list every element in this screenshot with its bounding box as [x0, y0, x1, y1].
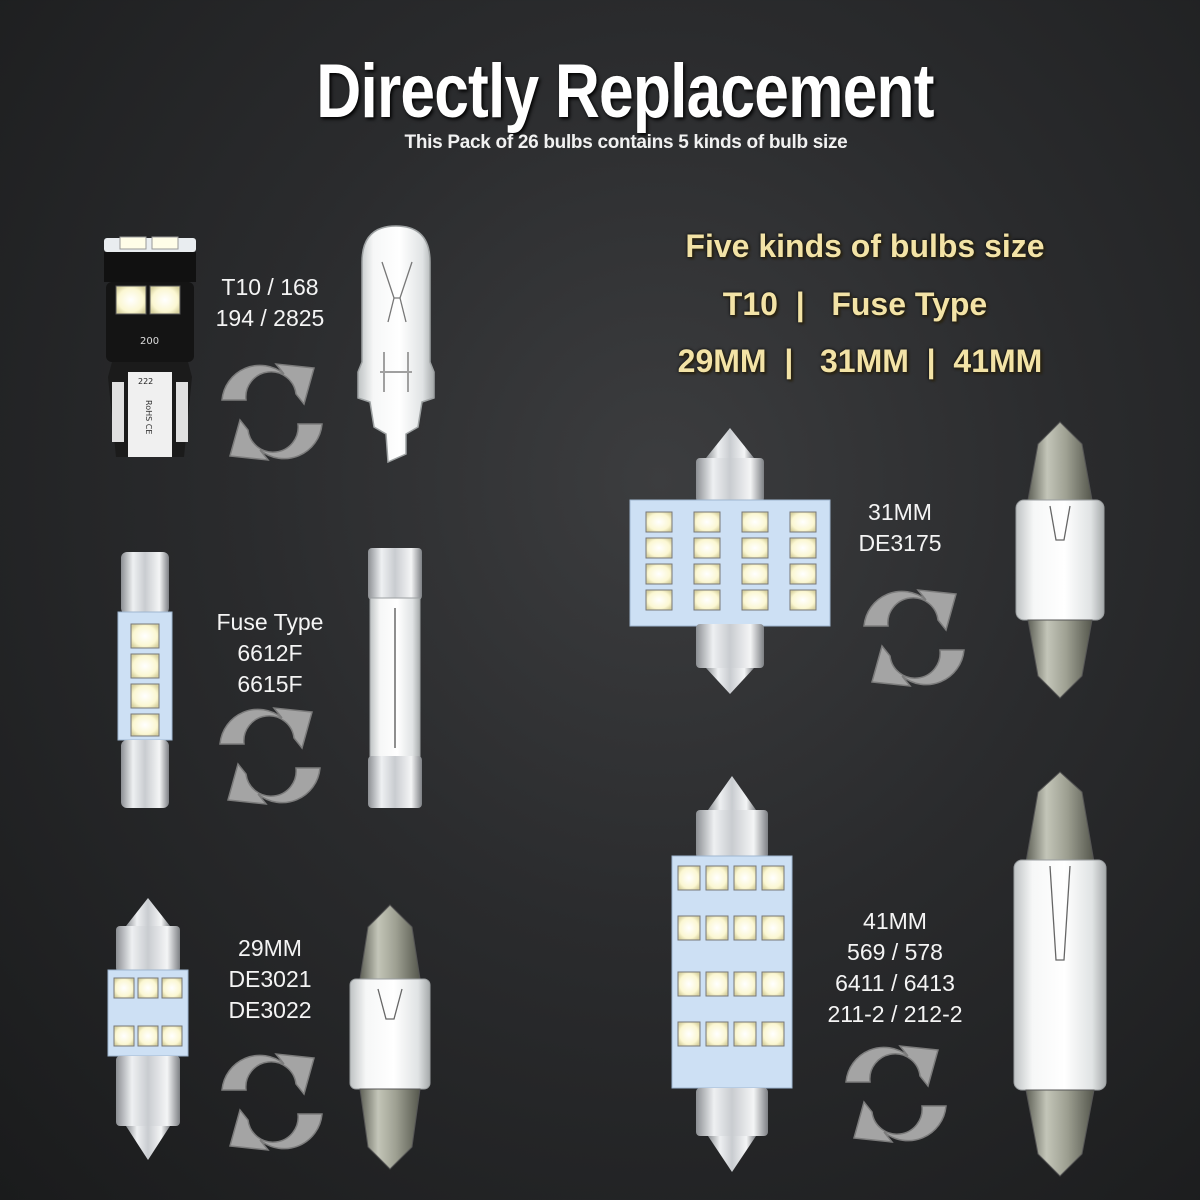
swap-arrows-icon: [845, 1045, 947, 1143]
29mm-incandescent-bulb-icon: [349, 904, 431, 1170]
page-subtitle: This Pack of 26 bulbs contains 5 kinds o…: [404, 132, 848, 153]
31mm-led-bulb-icon: [629, 428, 831, 694]
fuse-label-line-2: 6612F: [237, 640, 303, 666]
31mm-incandescent-bulb-icon: [1015, 421, 1105, 699]
29mm-label: 29MM DE3021 DE3022: [200, 933, 340, 1026]
29mm-label-line-2: DE3021: [228, 966, 312, 992]
swap-arrows-icon: [219, 707, 321, 805]
41mm-label-line-4: 211-2 / 212-2: [827, 1001, 963, 1027]
fuse-label-line-3: 6615F: [237, 671, 303, 697]
31mm-label: 31MM DE3175: [840, 497, 960, 559]
29mm-led-bulb-icon: [107, 898, 189, 1160]
41mm-led-bulb-icon: [671, 776, 793, 1172]
fuse-incandescent-bulb-icon: [368, 548, 422, 808]
bulb-sizes-heading: Five kinds of bulbs size: [685, 228, 1045, 264]
t10-label-line-1: T10 / 168: [221, 274, 319, 300]
fuse-label-line-1: Fuse Type: [216, 609, 324, 635]
41mm-label-line-1: 41MM: [863, 908, 927, 934]
page-title: Directly Replacement: [316, 49, 934, 134]
t10-marking-rohs: RoHS CE: [144, 400, 153, 434]
bulb-sizes-line-1: T10 | Fuse Type: [722, 286, 988, 322]
swap-arrows-icon: [221, 1053, 323, 1151]
swap-arrows-icon: [863, 589, 965, 687]
t10-marking-222: 222: [138, 377, 153, 386]
t10-label: T10 / 168 194 / 2825: [195, 272, 345, 334]
bulb-sizes-line-2: 29MM | 31MM | 41MM: [677, 343, 1043, 379]
t10-incandescent-bulb-icon: [357, 225, 435, 464]
31mm-label-line-1: 31MM: [868, 499, 932, 525]
41mm-label: 41MM 569 / 578 6411 / 6413 211-2 / 212-2: [815, 906, 975, 1030]
31mm-label-line-2: DE3175: [858, 530, 942, 556]
41mm-label-line-2: 569 / 578: [847, 939, 943, 965]
41mm-incandescent-bulb-icon: [1013, 771, 1107, 1177]
t10-led-bulb-icon: 200 222 RoHS CE: [104, 236, 196, 457]
fuse-led-bulb-icon: [117, 552, 173, 808]
29mm-label-line-1: 29MM: [238, 935, 302, 961]
t10-marking-200: 200: [140, 336, 159, 347]
41mm-label-line-3: 6411 / 6413: [835, 970, 955, 996]
swap-arrows-icon: [221, 363, 323, 461]
t10-label-line-2: 194 / 2825: [215, 305, 325, 331]
fuse-label: Fuse Type 6612F 6615F: [200, 607, 340, 700]
29mm-label-line-3: DE3022: [228, 997, 312, 1023]
